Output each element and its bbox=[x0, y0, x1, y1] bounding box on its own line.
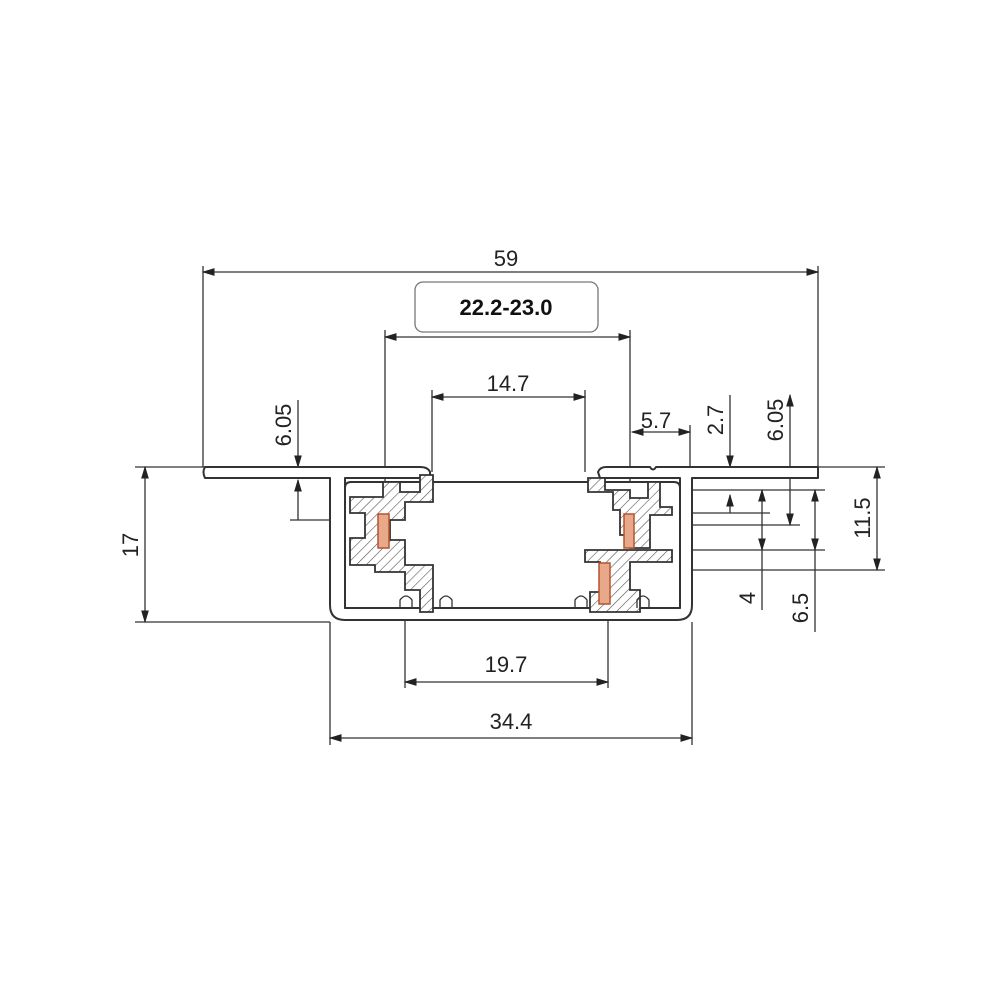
copper-contact-right-upper bbox=[623, 513, 635, 549]
dim-contact-gap: 4 bbox=[735, 592, 760, 604]
copper-contact-left bbox=[377, 513, 390, 549]
dim-left-flange-depth: 6.05 bbox=[271, 404, 296, 447]
dim-opening-width: 14.7 bbox=[487, 371, 530, 396]
dim-inner-bottom-width: 19.7 bbox=[485, 652, 528, 677]
tolerance-label: 22.2-23.0 bbox=[460, 295, 553, 320]
dimension-lines bbox=[141, 268, 881, 742]
dim-body-width: 34.4 bbox=[490, 709, 533, 734]
dim-right-height: 11.5 bbox=[850, 497, 875, 538]
dim-overall-width: 59 bbox=[494, 246, 518, 271]
dim-total-height: 17 bbox=[118, 533, 143, 557]
dim-lower-contact: 6.5 bbox=[788, 593, 813, 624]
aluminium-profile bbox=[202, 466, 819, 621]
right-insert-upper bbox=[587, 477, 673, 549]
left-insert bbox=[349, 474, 434, 613]
dim-right-step: 2.7 bbox=[703, 405, 728, 436]
tolerance-box bbox=[414, 281, 599, 333]
dim-right-offset: 5.7 bbox=[641, 408, 672, 433]
dim-right-flange-depth: 6.05 bbox=[763, 399, 788, 442]
copper-contact-right-lower bbox=[598, 562, 611, 605]
